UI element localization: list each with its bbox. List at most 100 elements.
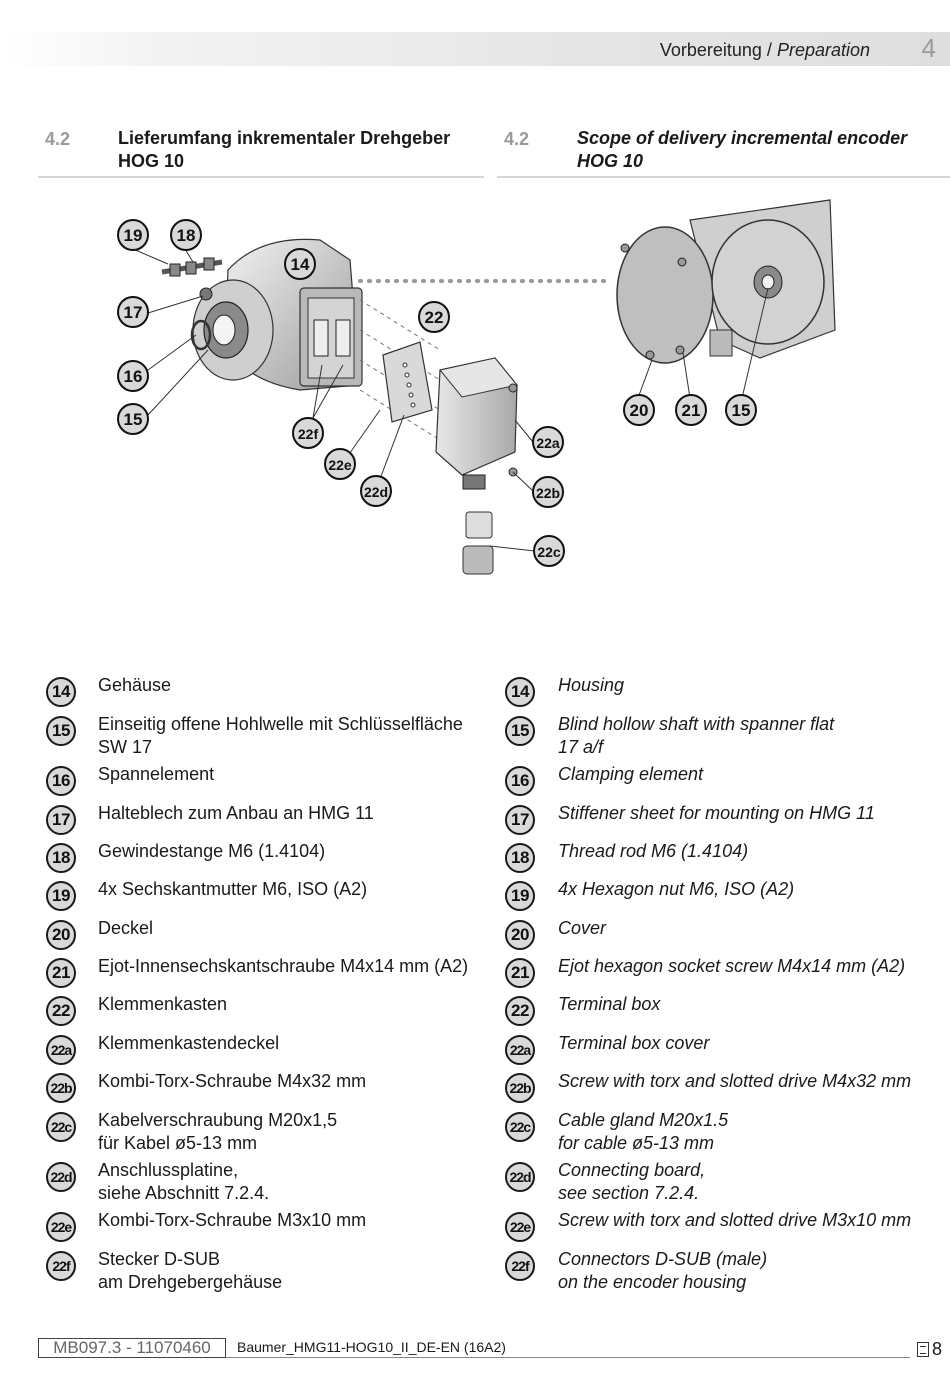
encoder-assembled-right bbox=[616, 199, 836, 364]
item-description-de-line: Klemmenkasten bbox=[98, 994, 228, 1014]
item-badge-de: 22d bbox=[46, 1162, 76, 1192]
item-description-en-line: 4x Hexagon nut M6, ISO (A2) bbox=[558, 879, 795, 899]
svg-text:17: 17 bbox=[124, 303, 143, 322]
svg-text:20: 20 bbox=[630, 401, 649, 420]
item-description-de: Kombi-Torx-Schraube M4x32 mm bbox=[98, 1070, 366, 1093]
item-description-de: Kombi-Torx-Schraube M3x10 mm bbox=[98, 1209, 366, 1232]
item-description-en: Screw with torx and slotted drive M4x32 … bbox=[558, 1070, 911, 1093]
item-description-en-line: Stiffener sheet for mounting on HMG 11 bbox=[558, 803, 875, 823]
callout-22: 22 bbox=[418, 301, 450, 333]
callout-22e: 22e bbox=[324, 448, 356, 480]
item-description-en: Housing bbox=[558, 674, 624, 697]
section-title-de: Lieferumfang inkrementaler Drehgeber HOG… bbox=[118, 127, 450, 173]
item-badge-en: 20 bbox=[505, 920, 535, 950]
svg-text:16: 16 bbox=[124, 367, 143, 386]
item-description-de-line: Spannelement bbox=[98, 764, 215, 784]
svg-text:14: 14 bbox=[291, 255, 310, 274]
item-description-de-line: Kombi-Torx-Schraube M3x10 mm bbox=[98, 1210, 367, 1230]
section-number-de: 4.2 bbox=[45, 129, 71, 149]
svg-text:22f: 22f bbox=[298, 426, 319, 442]
item-description-de-line: Gehäuse bbox=[98, 675, 172, 695]
encoder-housing-left bbox=[192, 238, 363, 391]
callout-20: 20 bbox=[623, 394, 655, 426]
svg-text:15: 15 bbox=[124, 410, 143, 429]
item-description-de-line: für Kabel ø5-13 mm bbox=[98, 1133, 258, 1153]
item-description-en: Cover bbox=[558, 917, 606, 940]
callout-22b: 22b bbox=[532, 476, 564, 508]
item-description-en-line: Ejot hexagon socket screw M4x14 mm (A2) bbox=[558, 956, 906, 976]
item-description-de: Halteblech zum Anbau an HMG 11 bbox=[98, 802, 374, 825]
item-description-en: 4x Hexagon nut M6, ISO (A2) bbox=[558, 878, 794, 901]
callout-14: 14 bbox=[284, 248, 316, 280]
footer-page-number: 8 bbox=[916, 1339, 942, 1360]
item-description-de-line: siehe Abschnitt 7.2.4. bbox=[98, 1183, 270, 1203]
svg-text:22: 22 bbox=[425, 308, 444, 327]
section-rule-en bbox=[497, 176, 950, 178]
item-badge-en: 19 bbox=[505, 881, 535, 911]
svg-text:15: 15 bbox=[732, 401, 751, 420]
item-badge-en: 16 bbox=[505, 766, 535, 796]
svg-text:22e: 22e bbox=[328, 457, 352, 473]
item-description-en-line: on the encoder housing bbox=[558, 1272, 747, 1292]
item-description-en: Screw with torx and slotted drive M3x10 … bbox=[558, 1209, 911, 1232]
section-title-de-line2: HOG 10 bbox=[118, 151, 185, 171]
callout-22c: 22c bbox=[533, 535, 565, 567]
item-badge-en: 22d bbox=[505, 1162, 535, 1192]
item-description-de: Einseitig offene Hohlwelle mit Schlüssel… bbox=[98, 713, 463, 759]
item-description-en-line: Screw with torx and slotted drive M4x32 … bbox=[558, 1071, 912, 1091]
item-description-en: Terminal box bbox=[558, 993, 660, 1016]
svg-text:18: 18 bbox=[177, 226, 196, 245]
item-description-de: Klemmenkasten bbox=[98, 993, 227, 1016]
item-description-en-line: for cable ø5-13 mm bbox=[558, 1133, 715, 1153]
item-description-en-line: Cover bbox=[558, 918, 607, 938]
item-badge-en: 17 bbox=[505, 805, 535, 835]
item-description-en: Terminal box cover bbox=[558, 1032, 709, 1055]
item-badge-de: 20 bbox=[46, 920, 76, 950]
callout-22a: 22a bbox=[532, 426, 564, 458]
item-badge-de: 22f bbox=[46, 1251, 76, 1281]
callout-21: 21 bbox=[675, 394, 707, 426]
callout-15-right: 15 bbox=[725, 394, 757, 426]
svg-text:22c: 22c bbox=[537, 544, 561, 560]
section-title-en-line2: HOG 10 bbox=[577, 151, 644, 171]
footer-document-name: Baumer_HMG11-HOG10_II_DE-EN (16A2) bbox=[237, 1339, 506, 1355]
item-badge-en: 21 bbox=[505, 958, 535, 988]
page-number: 8 bbox=[931, 1339, 942, 1359]
terminal-box-drawing bbox=[435, 357, 518, 490]
header-title-sep: / bbox=[761, 40, 777, 60]
clamping-element-drawing bbox=[190, 319, 212, 351]
item-description-de-line: Deckel bbox=[98, 918, 154, 938]
svg-text:22a: 22a bbox=[536, 435, 560, 451]
item-badge-en: 22e bbox=[505, 1212, 535, 1242]
item-description-en-line: Thread rod M6 (1.4104) bbox=[558, 841, 749, 861]
item-badge-de: 14 bbox=[46, 677, 76, 707]
section-number-en: 4.2 bbox=[504, 129, 530, 149]
page-icon bbox=[916, 1342, 929, 1357]
item-description-de-line: Ejot-Innensechskantschraube M4x14 mm (A2… bbox=[98, 956, 469, 976]
item-badge-en: 22a bbox=[505, 1035, 535, 1065]
item-description-de-line: Kombi-Torx-Schraube M4x32 mm bbox=[98, 1071, 367, 1091]
item-badge-de: 21 bbox=[46, 958, 76, 988]
item-description-en: Stiffener sheet for mounting on HMG 11 bbox=[558, 802, 875, 825]
item-description-en: Clamping element bbox=[558, 763, 703, 786]
item-description-de: Gehäuse bbox=[98, 674, 171, 697]
item-badge-en: 15 bbox=[505, 716, 535, 746]
item-description-de-line: Halteblech zum Anbau an HMG 11 bbox=[98, 803, 374, 823]
item-description-en-line: Connectors D-SUB (male) bbox=[558, 1249, 768, 1269]
item-badge-en: 22c bbox=[505, 1112, 535, 1142]
item-description-de: Klemmenkastendeckel bbox=[98, 1032, 279, 1055]
svg-text:19: 19 bbox=[124, 226, 143, 245]
item-description-de: 4x Sechskantmutter M6, ISO (A2) bbox=[98, 878, 367, 901]
section-title-en: Scope of delivery incremental encoder HO… bbox=[577, 127, 907, 173]
item-badge-de: 22b bbox=[46, 1073, 76, 1103]
item-description-en-line: Terminal box cover bbox=[558, 1033, 710, 1053]
exploded-view-diagram: 19 18 14 17 22 16 15 22f 22e 22d 22a 22b… bbox=[117, 199, 836, 575]
leader-lines bbox=[132, 248, 769, 552]
diagram-callouts: 19 18 14 17 22 16 15 22f 22e 22d 22a 22b… bbox=[117, 219, 757, 567]
item-description-en: Connectors D-SUB (male) on the encoder ho… bbox=[558, 1248, 767, 1294]
item-description-de: Deckel bbox=[98, 917, 153, 940]
item-badge-de: 16 bbox=[46, 766, 76, 796]
